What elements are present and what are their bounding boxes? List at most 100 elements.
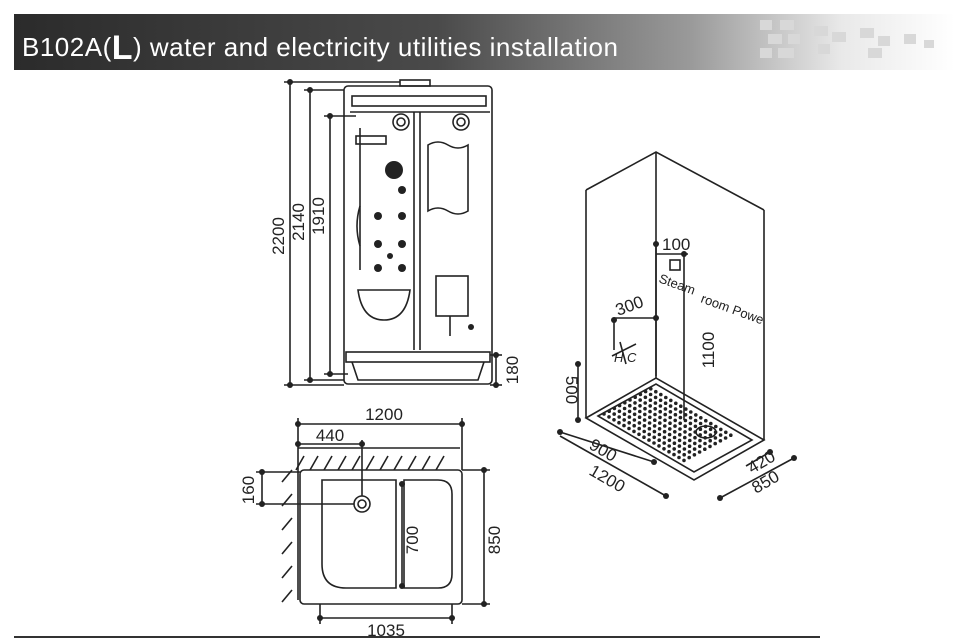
tray-texture-dot [627, 415, 632, 419]
tray-texture-dot [663, 412, 667, 417]
tray-texture-dot [642, 424, 647, 428]
tray-texture-dot [698, 444, 702, 449]
tray-texture-dot [672, 447, 676, 451]
tray-texture-dot [723, 436, 728, 440]
tray-texture-dot [637, 421, 642, 425]
tray-texture-dot [678, 432, 682, 437]
tray-texture-dot [662, 447, 666, 451]
tray-texture-dot [632, 412, 637, 417]
tray-texture-dot [652, 424, 657, 428]
tray-texture-dot [662, 435, 667, 440]
title-prefix: B102A( [22, 32, 112, 62]
tray-texture-dot [637, 426, 641, 431]
tray-texture-dot [638, 409, 642, 414]
tray-texture-dot [678, 427, 682, 431]
tray-texture-dot [622, 423, 626, 428]
tray-texture-dot [617, 403, 622, 408]
tray-texture-dot [632, 423, 636, 428]
tray-texture-dot [668, 404, 673, 408]
tray-texture-dot [718, 433, 723, 437]
tray-texture-dot [643, 401, 647, 405]
tray-texture-dot [679, 404, 683, 409]
tray-texture-dot [708, 438, 712, 443]
tray-texture-dot [724, 430, 728, 435]
tray-texture-dot [648, 409, 652, 414]
tray-texture-dot [667, 449, 671, 454]
tray-texture-dot [647, 426, 652, 431]
tray-texture-dot [673, 412, 678, 417]
dim-700: 700 [403, 526, 422, 554]
tray-texture-dot [653, 401, 658, 405]
tray-texture-dot [647, 438, 651, 442]
tray-texture-dot [607, 415, 611, 419]
tray-texture-dot [617, 415, 621, 419]
tray-texture-dot [672, 441, 677, 446]
tray-texture-dot [643, 395, 648, 400]
tray-texture-dot [698, 421, 703, 426]
plan-view [256, 418, 490, 624]
dim-500: 500 [562, 376, 581, 404]
tray-texture-dot [648, 404, 652, 408]
tray-texture-dot [694, 413, 698, 417]
tray-texture-dot [708, 444, 712, 449]
tray-texture-dot [653, 395, 658, 400]
tray-texture-dot [654, 389, 658, 394]
tray-texture-dot [637, 432, 641, 437]
tray-texture-dot [693, 435, 697, 440]
tray-texture-dot [648, 398, 653, 403]
dim-1910: 1910 [309, 197, 328, 235]
tray-texture-dot [623, 401, 627, 405]
tray-texture-dot [682, 452, 686, 457]
tray-texture-dot [678, 415, 683, 420]
tray-texture-dot [713, 441, 717, 446]
tray-texture-dot [708, 433, 713, 437]
tray-texture-dot [678, 410, 683, 414]
title-letter: L [111, 29, 134, 67]
tray-texture-dot [633, 395, 637, 400]
tray-texture-dot [622, 406, 627, 411]
dim-850-plan: 850 [485, 526, 504, 554]
tray-texture-dot [673, 418, 677, 423]
label-room-power: room Powe [699, 291, 766, 328]
tray-texture-dot [652, 435, 656, 440]
tray-texture-dot [669, 398, 673, 403]
tray-texture-dot [688, 438, 692, 443]
tray-texture-dot [713, 436, 718, 440]
tray-texture-dot [673, 407, 678, 411]
tray-texture-dot [668, 415, 672, 420]
iso-floor-dots [602, 387, 733, 463]
tray-texture-dot [652, 429, 657, 434]
tray-texture-dot [698, 427, 703, 432]
tray-texture-dot [667, 444, 671, 448]
tray-texture-dot [693, 424, 698, 429]
tray-texture-dot [692, 447, 697, 451]
tray-texture-dot [672, 452, 676, 457]
dim-300: 300 [613, 292, 646, 320]
tray-texture-dot [668, 410, 673, 414]
tray-texture-dot [657, 438, 661, 443]
tray-texture-dot [729, 433, 733, 438]
front-view [284, 79, 502, 386]
tray-texture-dot [713, 430, 718, 435]
tray-texture-dot [667, 438, 672, 443]
title-suffix: ) water and electricity utilities instal… [133, 32, 619, 62]
tray-texture-dot [649, 387, 653, 391]
tray-texture-dot [677, 455, 681, 460]
tray-texture-dot [642, 435, 646, 440]
tray-texture-dot [688, 433, 692, 437]
tray-texture-dot [627, 421, 631, 425]
tray-texture-dot [662, 429, 667, 434]
tray-texture-dot [709, 421, 713, 426]
tray-texture-dot [688, 421, 693, 426]
tray-texture-dot [682, 441, 687, 446]
front-view-marks [287, 79, 499, 388]
dim-160: 160 [239, 476, 258, 504]
tray-texture-dot [683, 413, 688, 417]
tray-texture-dot [708, 427, 713, 432]
tray-texture-dot [663, 401, 668, 406]
tray-texture-dot [677, 438, 682, 443]
tray-texture-dot [683, 435, 687, 440]
tray-texture-dot [632, 418, 637, 422]
label-hc: H C [614, 350, 637, 365]
